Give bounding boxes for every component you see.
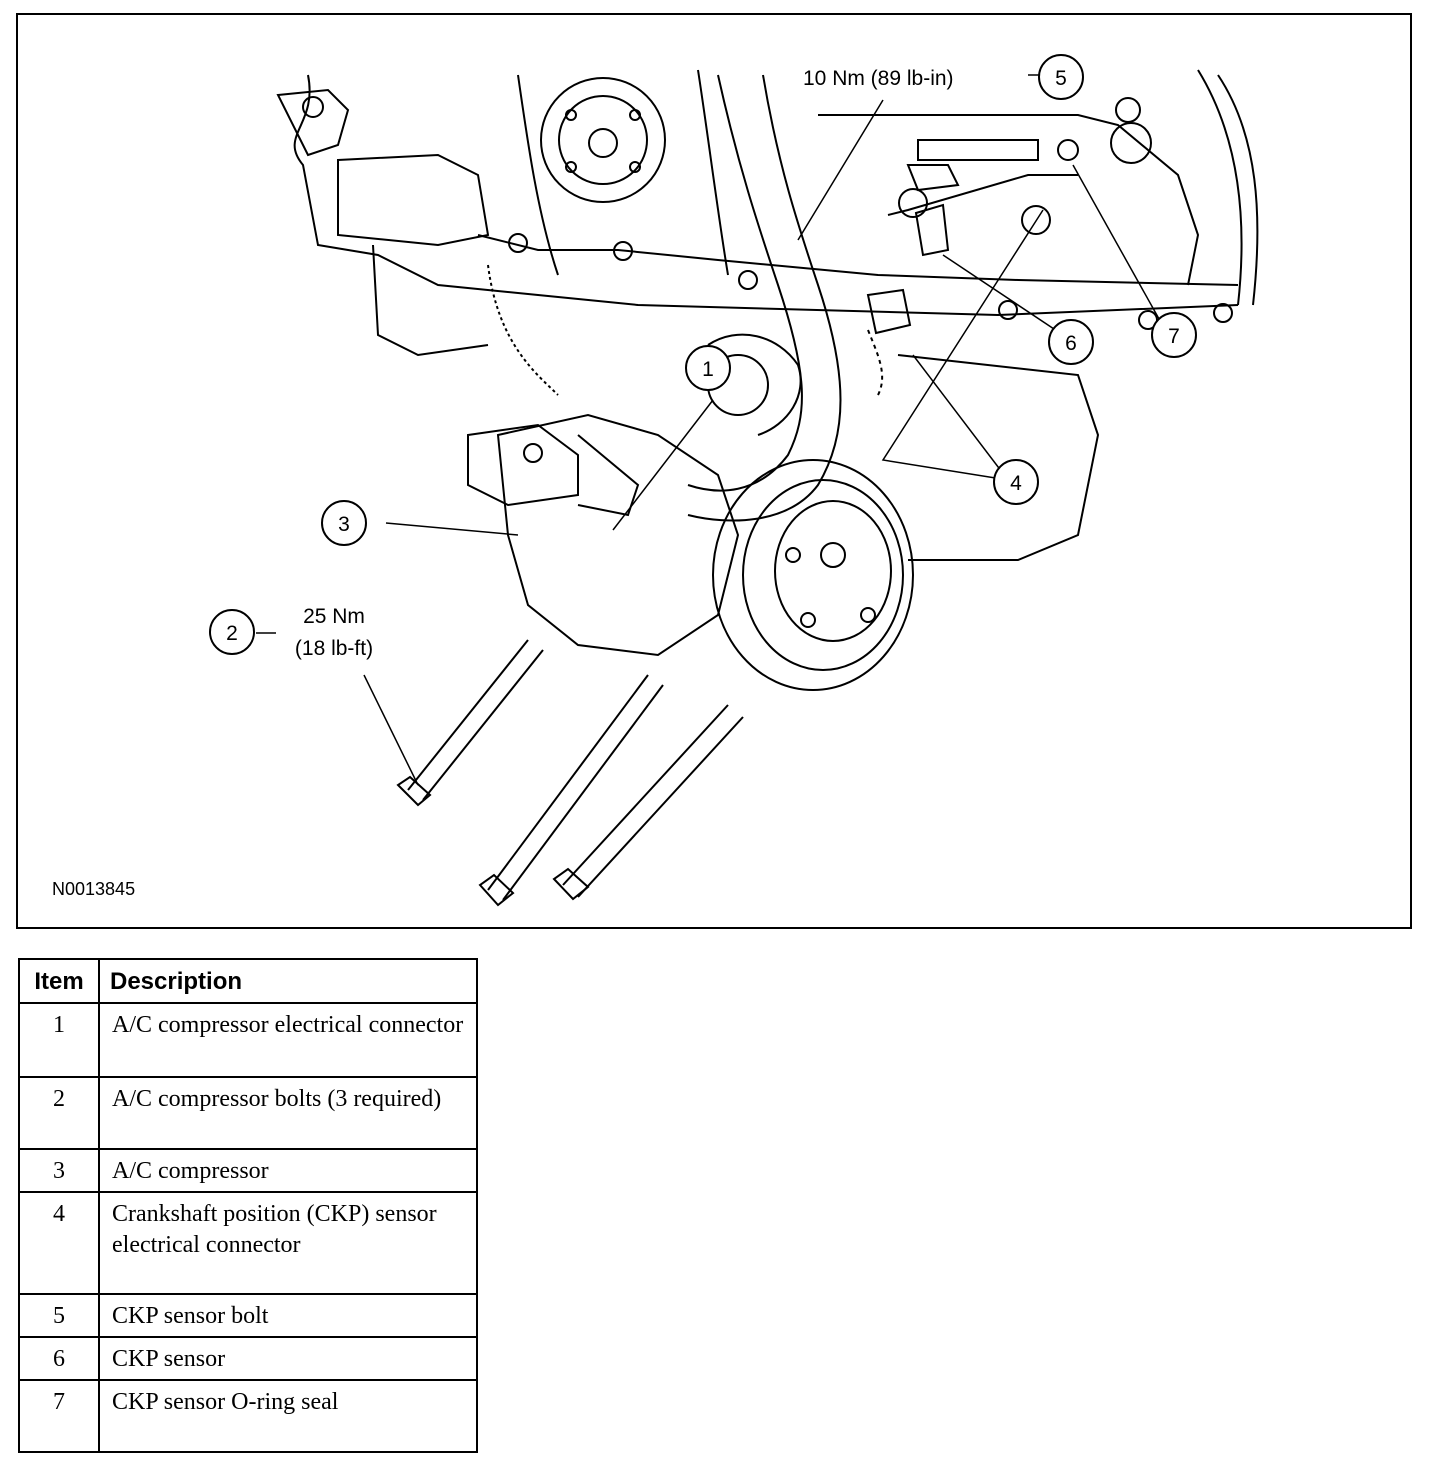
legend-item-number: 1 xyxy=(18,1002,100,1078)
legend-item-number: 3 xyxy=(18,1148,100,1193)
table-row: 4 Crankshaft position (CKP) sensor elect… xyxy=(18,1191,478,1295)
legend-item-description: Crankshaft position (CKP) sensor electri… xyxy=(98,1191,478,1295)
engine-block-drawing xyxy=(276,69,1259,561)
callout-circle-4 xyxy=(993,459,1039,505)
ac-compressor-drawing xyxy=(467,333,914,691)
torque-label-ckp-bolt: 10 Nm (89 lb-in) xyxy=(803,67,954,90)
legend-item-description: CKP sensor xyxy=(98,1336,478,1381)
figure-id: N0013845 xyxy=(52,879,136,899)
compressor-bolts-drawing xyxy=(396,639,744,907)
callout-label-5: 5 xyxy=(1055,67,1067,90)
legend-item-number: 5 xyxy=(18,1293,100,1338)
table-row: 6 CKP sensor xyxy=(18,1336,478,1381)
callout-circle-6 xyxy=(1048,319,1094,365)
legend-header-item: Item xyxy=(18,958,100,1004)
legend-item-description: A/C compressor xyxy=(98,1148,478,1193)
legend-header-row: Item Description xyxy=(18,958,478,1004)
callout-circle-5 xyxy=(1038,54,1084,100)
legend-item-description: CKP sensor bolt xyxy=(98,1293,478,1338)
legend-item-number: 4 xyxy=(18,1191,100,1295)
ac-hose-drawing xyxy=(687,74,842,522)
callout-label-1: 1 xyxy=(702,358,714,381)
legend-table: Item Description 1 A/C compressor electr… xyxy=(18,958,478,1453)
callout-circles xyxy=(209,54,1197,655)
torque-label-compressor-line2: (18 lb-ft) xyxy=(295,637,373,660)
legend-item-description: A/C compressor bolts (3 required) xyxy=(98,1076,478,1150)
callout-label-3: 3 xyxy=(338,513,350,536)
legend-item-description: CKP sensor O-ring seal xyxy=(98,1379,478,1453)
legend-item-number: 6 xyxy=(18,1336,100,1381)
callout-circle-7 xyxy=(1151,312,1197,358)
ckp-sensor-drawing xyxy=(866,164,960,396)
legend-item-number: 2 xyxy=(18,1076,100,1150)
callout-label-4: 4 xyxy=(1010,472,1022,495)
torque-label-compressor-line1: 25 Nm xyxy=(303,605,365,628)
table-row: 1 A/C compressor electrical connector xyxy=(18,1002,478,1078)
callout-numbers: 1 2 3 4 5 6 7 25 Nm (18 lb-ft) 10 Nm (89… xyxy=(226,67,1180,660)
callout-label-7: 7 xyxy=(1168,325,1180,348)
leader-lines xyxy=(256,74,1169,786)
callout-circle-3 xyxy=(321,500,367,546)
engine-diagram: 1 2 3 4 5 6 7 25 Nm (18 lb-ft) 10 Nm (89… xyxy=(209,54,1259,907)
legend-item-description: A/C compressor electrical connector xyxy=(98,1002,478,1078)
legend-header-description: Description xyxy=(98,958,478,1004)
callout-circle-1 xyxy=(685,345,731,391)
legend-item-number: 7 xyxy=(18,1379,100,1453)
callout-circle-2 xyxy=(209,609,255,655)
table-row: 2 A/C compressor bolts (3 required) xyxy=(18,1076,478,1150)
table-row: 5 CKP sensor bolt xyxy=(18,1293,478,1338)
table-row: 7 CKP sensor O-ring seal xyxy=(18,1379,478,1453)
callout-label-6: 6 xyxy=(1065,332,1077,355)
diagram-frame: 1 2 3 4 5 6 7 25 Nm (18 lb-ft) 10 Nm (89… xyxy=(16,13,1412,929)
table-row: 3 A/C compressor xyxy=(18,1148,478,1193)
callout-label-2: 2 xyxy=(226,622,238,645)
